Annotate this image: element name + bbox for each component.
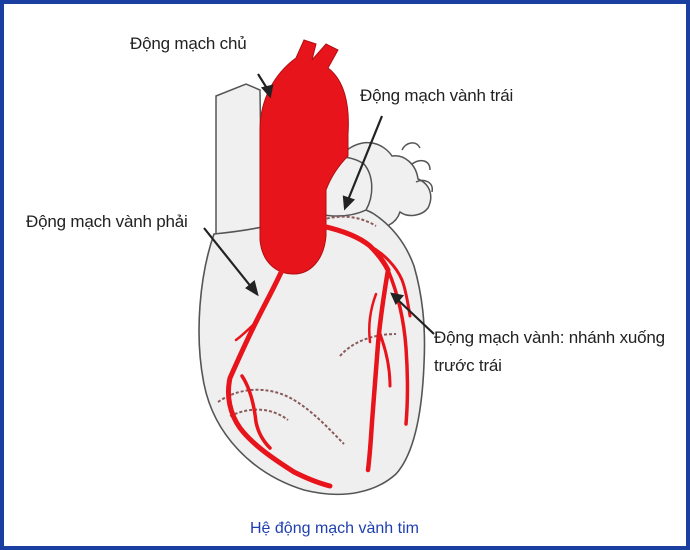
heart-diagram <box>4 4 686 546</box>
label-right-coronary: Động mạch vành phải <box>26 212 188 232</box>
label-lad-line1: Động mạch vành: nhánh xuống <box>434 328 665 348</box>
diagram-frame: Động mạch chủ Động mạch vành trái Động m… <box>4 4 686 546</box>
vena-cava-shape <box>216 84 262 242</box>
label-aorta: Động mạch chủ <box>130 34 246 54</box>
pulmonary-vein-curve-1 <box>402 143 420 150</box>
diagram-caption: Hệ động mạch vành tim <box>250 520 419 538</box>
label-left-coronary: Động mạch vành trái <box>360 86 513 106</box>
label-lad-line2: trước trái <box>434 356 502 376</box>
